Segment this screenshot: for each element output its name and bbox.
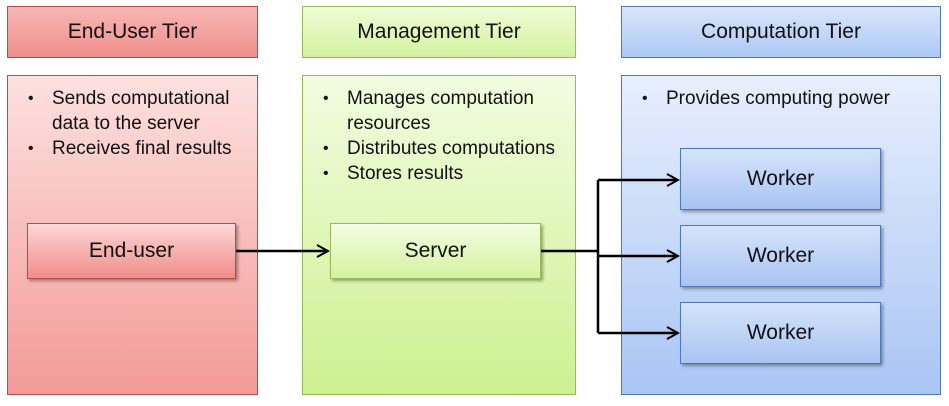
- bullet-item: Manages computation resources: [317, 86, 561, 136]
- worker-node-label: Worker: [746, 321, 815, 344]
- end-user-tier-header: End-User Tier: [7, 6, 258, 58]
- computation-tier-title: Computation Tier: [701, 20, 861, 43]
- end-user-tier-title: End-User Tier: [67, 20, 198, 43]
- server-node: Server: [330, 223, 541, 279]
- bullet-item: Sends computational data to the server: [22, 86, 243, 136]
- bullet-item: Distributes computations: [317, 136, 561, 161]
- management-tier-title: Management Tier: [357, 20, 521, 43]
- bullet-item: Provides computing power: [636, 86, 926, 111]
- computation-tier-header: Computation Tier: [621, 6, 941, 58]
- end-user-node-label: End-user: [88, 239, 175, 262]
- worker-node-label: Worker: [746, 244, 815, 267]
- worker-node-label: Worker: [746, 167, 815, 190]
- worker-node-1: Worker: [680, 148, 881, 210]
- computation-tier-bullets: Provides computing power: [636, 86, 926, 111]
- server-node-label: Server: [404, 239, 467, 262]
- end-user-node: End-user: [27, 223, 236, 279]
- management-tier-header: Management Tier: [302, 6, 576, 58]
- bullet-item: Receives final results: [22, 136, 243, 161]
- worker-node-2: Worker: [680, 225, 881, 287]
- end-user-tier-bullets: Sends computational data to the server R…: [22, 86, 243, 161]
- bullet-item: Stores results: [317, 161, 561, 186]
- management-tier-bullets: Manages computation resources Distribute…: [317, 86, 561, 186]
- worker-node-3: Worker: [680, 302, 881, 364]
